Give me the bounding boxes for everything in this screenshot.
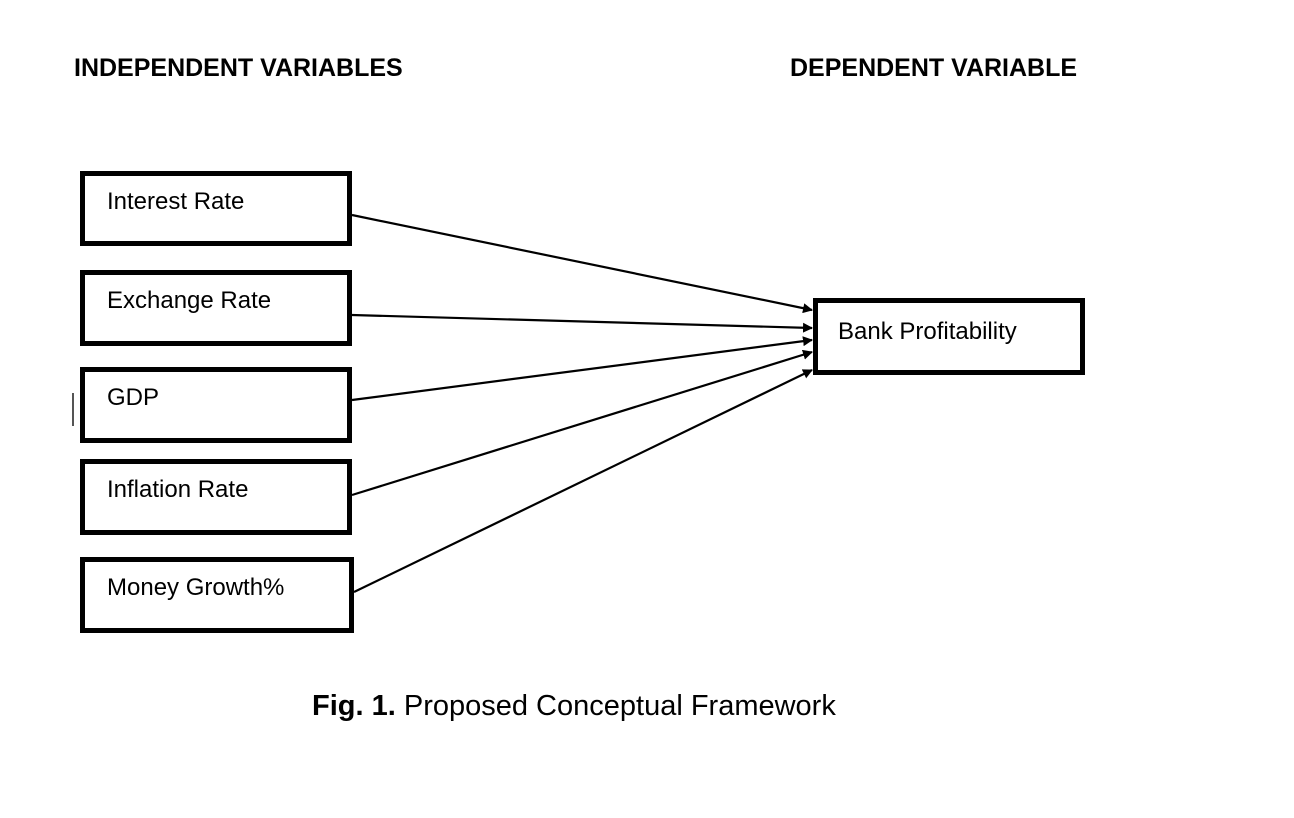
box-label: Money Growth% [107,574,285,601]
box-label: Exchange Rate [107,287,272,314]
arrow-interest-rate [351,213,813,314]
text-cursor [72,393,74,426]
box-label: Inflation Rate [107,476,249,503]
figure-number: Fig. 1. [312,690,396,722]
arrow-exchange-rate [351,313,813,333]
box-label: Bank Profitability [838,318,1017,345]
box-inflation-rate: Inflation Rate [80,459,352,535]
box-exchange-rate: Exchange Rate [80,270,352,346]
box-bank-profitability: Bank Profitability [813,298,1085,375]
box-gdp: GDP [80,367,352,443]
box-interest-rate: Interest Rate [80,171,352,246]
independent-variables-heading: INDEPENDENT VARIABLES [74,54,403,82]
arrow-inflation-rate [351,349,813,497]
figure-caption: Fig. 1. Proposed Conceptual Framework [312,690,836,723]
arrow-money-growth [353,369,813,593]
figure-caption-text: Proposed Conceptual Framework [395,690,836,722]
box-label: Interest Rate [107,188,245,215]
arrow-gdp [351,336,813,402]
dependent-variable-heading: DEPENDENT VARIABLE [790,54,1078,82]
box-label: GDP [107,384,160,411]
box-money-growth: Money Growth% [80,557,354,633]
